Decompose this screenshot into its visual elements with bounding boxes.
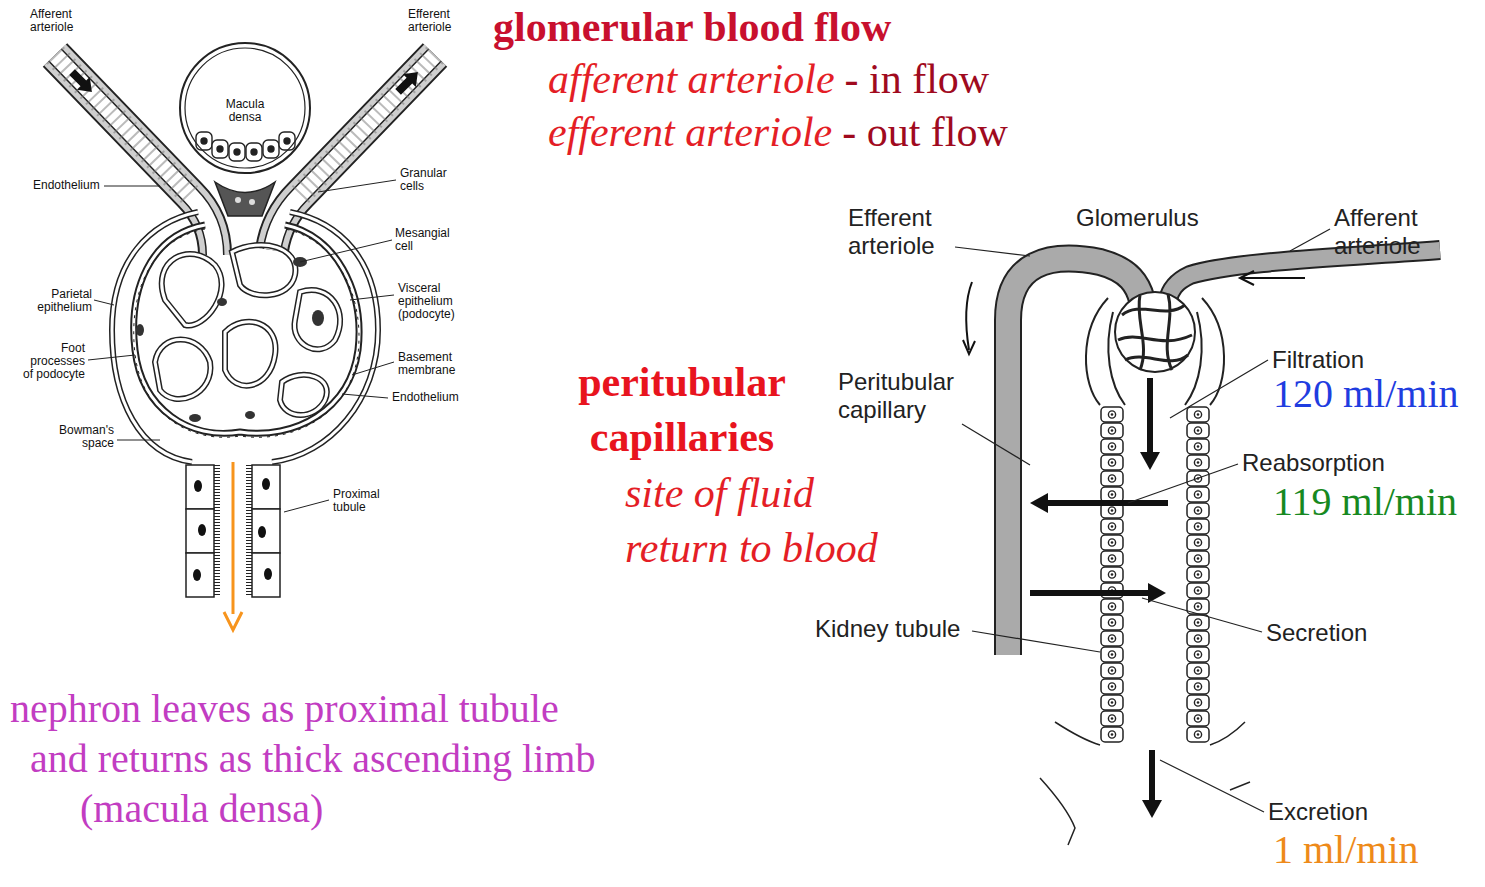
flow-rate: 119 ml/min <box>1273 480 1457 524</box>
part-label: Granular cells <box>400 167 462 193</box>
macula-densa-circle: Macula densa <box>177 40 313 176</box>
part-label: Efferent arteriole <box>408 8 478 34</box>
part-label: Mesangial cell <box>395 227 457 253</box>
flow-rate: 1 ml/min <box>1273 828 1419 872</box>
part-label: Peritubular capillary <box>838 368 978 423</box>
bowmans-capsule <box>112 212 378 462</box>
part-label: Reabsorption <box>1242 449 1385 477</box>
arterioles <box>55 55 435 255</box>
glomerulus <box>1086 292 1224 405</box>
tubule-cells <box>1101 407 1209 742</box>
text-row: efferent arteriole- out flow <box>548 105 1008 160</box>
vessels <box>1008 250 1440 655</box>
node-label: Macula densa <box>217 98 273 124</box>
note-text: and returns as thick ascending limb <box>30 735 595 783</box>
note-text: peritubular capillaries <box>562 355 802 464</box>
process-arrows <box>1030 378 1168 818</box>
note-text: - in flow <box>845 52 990 107</box>
direction-arrows <box>963 271 1305 354</box>
flow-rate: 120 ml/min <box>1273 372 1459 416</box>
part-label: Foot processes of podocyte <box>20 342 85 381</box>
capillary-loops <box>136 245 340 422</box>
granular-cells <box>215 182 275 216</box>
circle-wall <box>180 43 310 173</box>
part-label: Filtration <box>1272 346 1364 374</box>
part-label: Endothelium <box>33 179 100 192</box>
leader-lines-left <box>88 180 396 512</box>
note-text: (macula densa) <box>80 785 323 833</box>
note-text: - out flow <box>842 105 1008 160</box>
part-label: Basement membrane <box>398 351 468 377</box>
part-label: Efferent arteriole <box>848 204 958 259</box>
heading-note: glomerular blood flow <box>493 2 891 52</box>
part-label: Excretion <box>1268 798 1368 826</box>
part-label: Afferent arteriole <box>30 8 100 34</box>
part-label: Proximal tubule <box>333 488 393 514</box>
part-label: Bowman's space <box>48 424 114 450</box>
part-label: Visceral epithelium (podocyte) <box>398 282 468 321</box>
orange-flow-arrow <box>224 462 242 630</box>
note-text: site of fluid return to blood <box>625 466 910 575</box>
part-label: Glomerulus <box>1076 204 1199 232</box>
note-text: efferent arteriole <box>548 105 832 160</box>
part-label: Parietal epithelium <box>28 288 92 314</box>
text-row: afferent arteriole- in flow <box>548 52 989 107</box>
part-label: Secretion <box>1266 619 1367 647</box>
part-label: Endothelium <box>392 391 459 404</box>
outline-lines <box>1040 722 1250 845</box>
note-text: nephron leaves as proximal tubule <box>10 685 559 733</box>
part-label: Afferent arteriole <box>1334 204 1444 259</box>
note-text: afferent arteriole <box>548 52 835 107</box>
flow-arrows <box>66 66 425 99</box>
part-label: Kidney tubule <box>815 615 960 643</box>
circle-wall <box>185 48 305 168</box>
